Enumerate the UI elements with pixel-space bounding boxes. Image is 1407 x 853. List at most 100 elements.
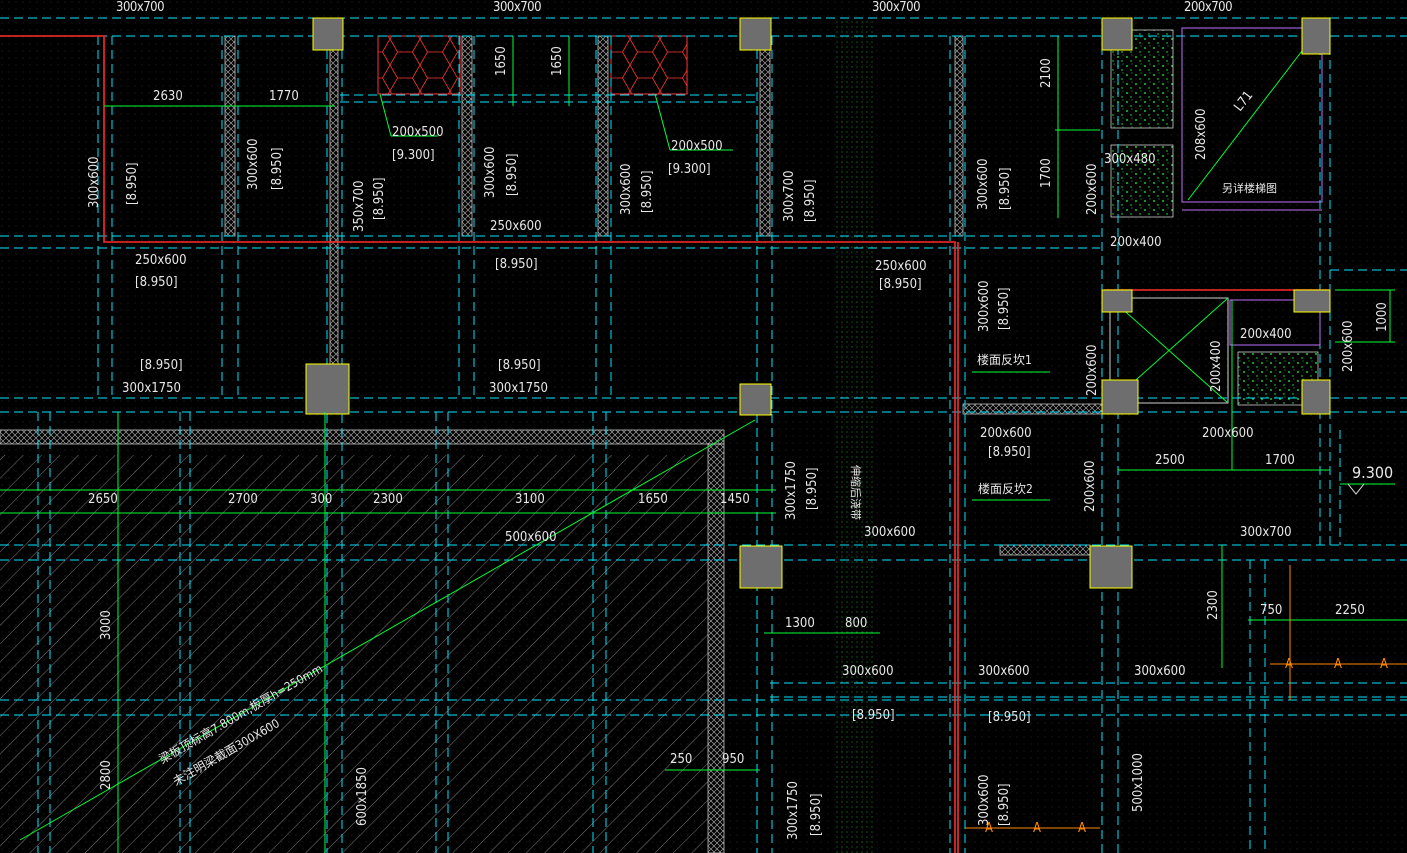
beam-label: 300x1750 (786, 781, 801, 840)
dimension-label: 2500 (1155, 453, 1185, 468)
beam-grid (0, 17, 1407, 853)
dimension-label: 250 (670, 752, 692, 767)
beam-label: 300x600 (976, 158, 991, 210)
post-pour-strip (836, 18, 876, 853)
dimension-label: 2300 (373, 492, 403, 507)
elevation-label: [8.950] (852, 708, 895, 723)
beam-label: 200x500 (392, 125, 444, 140)
beam-label: 208x600 (1194, 108, 1209, 160)
section-marker: A (1380, 657, 1388, 672)
beam-label: 350x700 (352, 180, 367, 232)
slab-edge-red (0, 35, 1330, 853)
elevation-label: [8.950] (495, 257, 538, 272)
beam-label: 300x1750 (489, 381, 548, 396)
slab-note: 楼面反坎1 (977, 352, 1032, 367)
elevation-label: [8.950] (997, 783, 1012, 826)
section-marker: A (1033, 821, 1041, 836)
elevation-label: [9.300] (392, 148, 435, 163)
beam-label: 300x600 (483, 146, 498, 198)
section-marker: A (985, 821, 993, 836)
dimension-label: 1300 (785, 616, 815, 631)
dimension-label: 3100 (515, 492, 545, 507)
beam-label: 200x600 (1202, 426, 1254, 441)
hexagon-hatch-icon (377, 35, 688, 95)
post-pour-note: 伸缩后浇带 (849, 465, 862, 520)
beam-label: 200x500 (671, 139, 723, 154)
beam-label: 200x600 (980, 426, 1032, 441)
dimension-label: 2700 (228, 492, 258, 507)
dimension-label: 2250 (1335, 603, 1365, 618)
labels: 300x700 300x700 300x700 200x700 2630 177… (87, 0, 1393, 840)
dimension-label: 1450 (720, 492, 750, 507)
dimension-label: 800 (845, 616, 867, 631)
label: 300x700 (872, 0, 920, 15)
beam-label: 300x600 (619, 163, 634, 215)
dimension-label: 1650 (550, 46, 565, 76)
beam-label: 300x700 (782, 170, 797, 222)
elevation-label: [8.950] (805, 467, 820, 510)
elevation-label: [8.950] (125, 162, 140, 205)
beam-label: 300x700 (1240, 525, 1292, 540)
dimension-label: 2300 (1206, 590, 1221, 620)
beam-label: 250x600 (875, 259, 927, 274)
beam-label: 200x400 (1240, 327, 1292, 342)
slab-note: 楼面反坎2 (978, 481, 1033, 496)
beam-label: 300x600 (978, 664, 1030, 679)
beam-label: 200x400 (1209, 340, 1224, 392)
elevation-label: [8.950] (879, 277, 922, 292)
elevation-label: [8.950] (988, 710, 1031, 725)
elevation-label: [8.950] (505, 153, 520, 196)
beam-label: 300x600 (1134, 664, 1186, 679)
beam-label: 500x1000 (1131, 753, 1146, 812)
dimension-lines (0, 36, 1407, 853)
beam-label: 250x600 (490, 219, 542, 234)
beam-label: 200x600 (1085, 163, 1100, 215)
elevation-label: [8.950] (988, 445, 1031, 460)
beam-label: 300x600 (842, 664, 894, 679)
beam-label: 300x600 (977, 280, 992, 332)
beam-label: 300x480 (1104, 152, 1156, 167)
dimension-label: 1650 (494, 46, 509, 76)
beam-label: 300x1750 (122, 381, 181, 396)
elevation-label: [8.950] (135, 275, 178, 290)
dimension-label: 1700 (1265, 453, 1295, 468)
elevation-label: [8.950] (140, 358, 183, 373)
elevation-label: [8.950] (997, 287, 1012, 330)
dimension-label: 2800 (99, 760, 114, 790)
beam-label: 300x600 (864, 525, 916, 540)
dimension-label: 750 (1260, 603, 1282, 618)
dimension-label: 950 (722, 752, 744, 767)
dimension-label: 1700 (1039, 158, 1054, 188)
elevation-label: [8.950] (998, 167, 1013, 210)
dimension-label: 2100 (1039, 58, 1054, 88)
section-marker: A (1078, 821, 1086, 836)
elevation-label: 9.300 (1352, 463, 1393, 482)
label: 300x700 (493, 0, 541, 15)
elevation-label: [8.950] (803, 179, 818, 222)
elevation-label: [8.950] (270, 147, 285, 190)
elevation-label: [8.950] (809, 793, 824, 836)
dimension-label: 1650 (638, 492, 668, 507)
beam-label: 200x600 (1083, 460, 1098, 512)
label: 300x700 (116, 0, 164, 15)
section-line (965, 565, 1407, 829)
elevation-label: [8.950] (372, 177, 387, 220)
dimension-label: 1000 (1375, 302, 1390, 332)
section-marker: A (1334, 657, 1342, 672)
elevation-marker-icon (1347, 483, 1365, 495)
beam-label: 250x600 (135, 253, 187, 268)
beam-label: 500x600 (505, 530, 557, 545)
beam-label: 300x1750 (784, 461, 799, 520)
beam-label: 200x600 (1341, 320, 1356, 372)
dimension-label: 2650 (88, 492, 118, 507)
beam-label: 300x600 (977, 774, 992, 826)
dimension-label: 2630 (153, 89, 183, 104)
label: 200x700 (1184, 0, 1232, 15)
dimension-label: 3000 (99, 610, 114, 640)
elevation-label: [8.950] (498, 358, 541, 373)
elevation-label: [9.300] (668, 162, 711, 177)
stair-note: 另详楼梯图 (1222, 181, 1277, 195)
beam-label: 300x600 (87, 156, 102, 208)
